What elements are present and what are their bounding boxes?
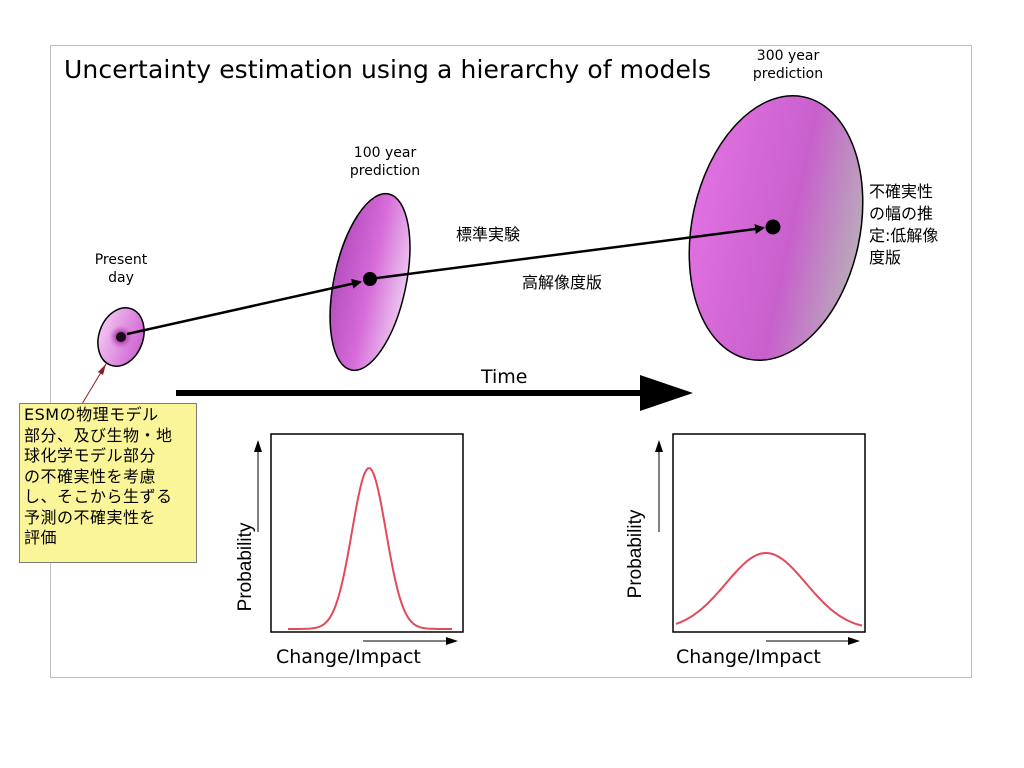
label-100-line2: prediction bbox=[349, 163, 421, 179]
uncertainty-note-line: の幅の推 bbox=[869, 204, 934, 223]
uncertainty-note-line: 定:低解像 bbox=[869, 226, 939, 245]
plot-left-xaxis-head bbox=[446, 637, 458, 645]
slide-frame bbox=[50, 45, 972, 678]
plot-right-frame bbox=[672, 433, 866, 633]
note-line: 球化学モデル部分 bbox=[24, 446, 157, 465]
plot-left bbox=[254, 433, 464, 645]
label-100-year: 100 year prediction bbox=[335, 144, 435, 180]
plot-left-frame bbox=[270, 433, 464, 633]
dot-100-year bbox=[363, 272, 377, 286]
slide-title: Uncertainty estimation using a hierarchy… bbox=[64, 55, 712, 84]
note-line: ESMの物理モデル bbox=[24, 405, 159, 424]
callout-arrowhead bbox=[98, 364, 106, 375]
label-300-line1: 300 year bbox=[756, 48, 820, 64]
plot-right-xaxis-head bbox=[848, 637, 860, 645]
note-box: ESMの物理モデル 部分、及び生物・地 球化学モデル部分 の不確実性を考慮 し、… bbox=[19, 403, 197, 563]
uncertainty-note-line: 度版 bbox=[869, 248, 902, 267]
plot-left-yaxis-head bbox=[254, 440, 262, 452]
arrow-100-to-300 bbox=[376, 224, 765, 280]
arrow-present-to-100 bbox=[126, 278, 362, 336]
dot-present bbox=[116, 332, 126, 342]
plot-left-xlabel: Change/Impact bbox=[276, 646, 421, 668]
label-standard-experiment: 標準実験 bbox=[456, 225, 521, 244]
label-300-year: 300 year prediction bbox=[738, 47, 838, 83]
note-line: 予測の不確実性を bbox=[24, 507, 157, 527]
note-line: し、そこから生ずる bbox=[24, 487, 173, 506]
plot-right-yaxis-head bbox=[655, 440, 663, 452]
note-line: 評価 bbox=[24, 528, 58, 547]
time-label: Time bbox=[481, 366, 528, 388]
plot-right bbox=[655, 433, 866, 645]
label-uncertainty-note: 不確実性 の幅の推 定:低解像 度版 bbox=[869, 181, 938, 269]
label-present-day: Present day bbox=[80, 251, 162, 287]
label-300-line2: prediction bbox=[752, 66, 824, 82]
plot-right-xlabel: Change/Impact bbox=[676, 646, 821, 668]
label-present-line1: Present bbox=[94, 252, 148, 268]
plot-left-ylabel: Probability bbox=[235, 522, 256, 611]
plot-right-ylabel: Probability bbox=[625, 509, 646, 598]
plot-right-curve bbox=[675, 551, 863, 627]
plot-left-curve bbox=[288, 467, 452, 630]
note-line: の不確実性を考慮 bbox=[24, 466, 157, 486]
label-high-resolution: 高解像度版 bbox=[522, 273, 603, 292]
dot-300-year bbox=[765, 219, 781, 235]
label-present-line2: day bbox=[108, 270, 134, 286]
label-100-line1: 100 year bbox=[353, 145, 417, 161]
time-arrow bbox=[176, 375, 693, 411]
note-line: 部分、及び生物・地 bbox=[24, 425, 173, 445]
uncertainty-note-line: 不確実性 bbox=[869, 182, 934, 201]
